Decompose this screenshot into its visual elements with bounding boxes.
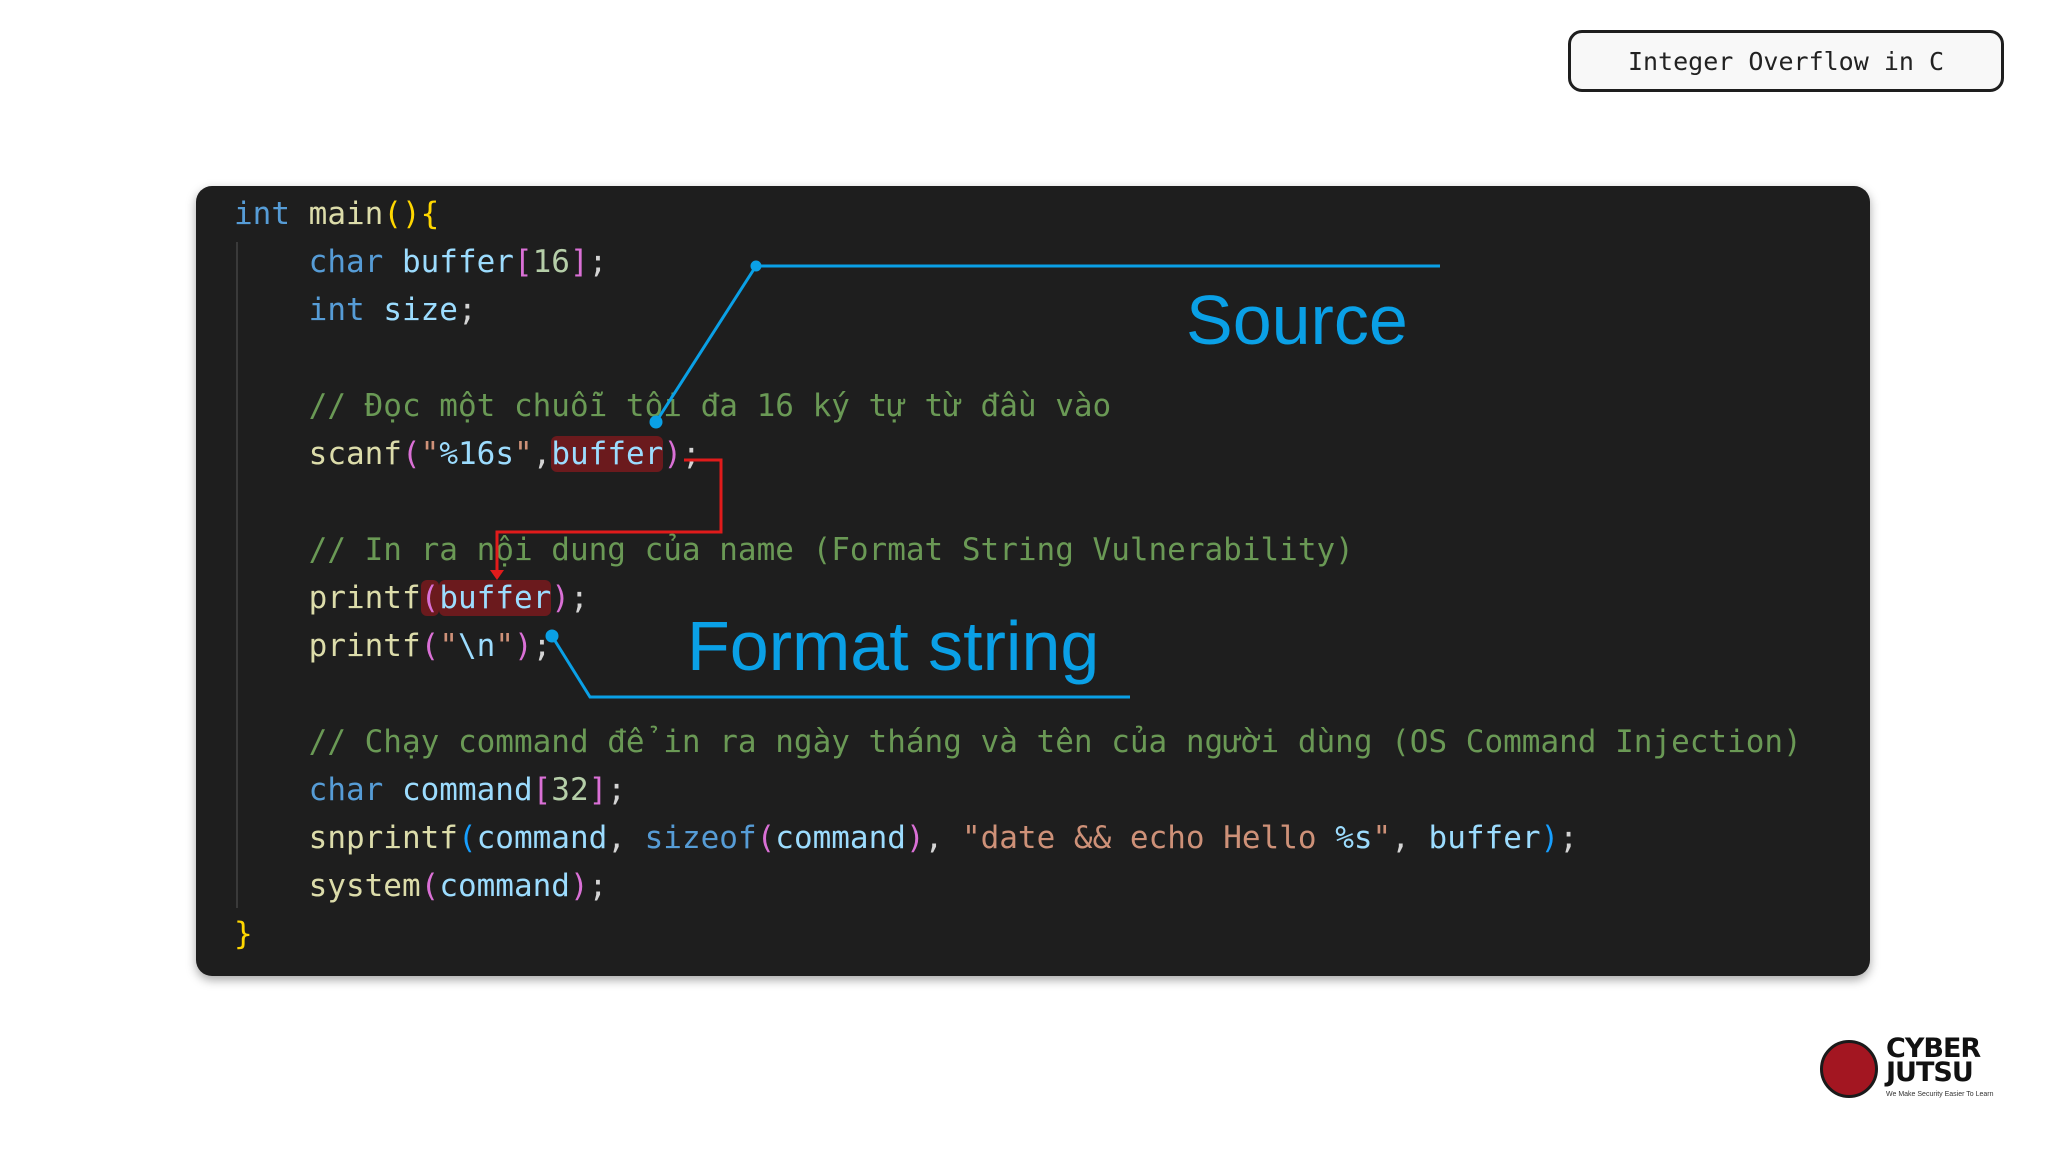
code-token: ; xyxy=(457,292,477,328)
code-token: } xyxy=(234,916,253,952)
slide-title: Integer Overflow in C xyxy=(1627,46,1945,76)
code-token: ) xyxy=(1540,820,1560,856)
code-token: char xyxy=(308,772,384,808)
code-token: ; xyxy=(1559,820,1578,856)
code-token: ( xyxy=(420,628,440,664)
code-line: int main(){ xyxy=(234,190,1802,238)
code-token: buffer xyxy=(383,244,514,280)
code-line: } xyxy=(234,910,1802,958)
code-token: printf xyxy=(308,580,421,616)
cyberjutsu-logo: CYBER JUTSU We Make Security Easier To L… xyxy=(1820,1033,2000,1106)
code-token: ( xyxy=(420,868,440,904)
code-token: command xyxy=(383,772,533,808)
logo-emblem-icon xyxy=(1820,1040,1878,1098)
logo-tagline: We Make Security Easier To Learn xyxy=(1886,1091,1994,1098)
code-token: , xyxy=(924,820,962,856)
format-string-label: Format string xyxy=(687,607,1100,685)
highlighted-token: ( xyxy=(420,580,440,616)
code-token: (){ xyxy=(383,196,440,232)
code-token: " xyxy=(513,436,533,472)
code-token: " xyxy=(1372,820,1392,856)
code-token: " xyxy=(439,628,458,664)
code-token: ; xyxy=(588,868,608,904)
code-line: char command[32]; xyxy=(234,766,1802,814)
code-token: ) xyxy=(551,580,570,616)
code-token: ; xyxy=(569,580,589,616)
code-token: ( xyxy=(756,820,776,856)
code-token: ) xyxy=(663,436,682,472)
code-token: [ xyxy=(513,244,533,280)
code-token: " xyxy=(495,628,514,664)
data-flow-arrow xyxy=(490,458,723,580)
code-line: char buffer[16]; xyxy=(234,238,1802,286)
code-token: ] xyxy=(569,244,589,280)
code-token: snprintf xyxy=(308,820,458,856)
code-token: command xyxy=(439,868,570,904)
code-token: ( xyxy=(457,820,477,856)
code-token: ] xyxy=(588,772,608,808)
code-token: command xyxy=(775,820,906,856)
code-token: , xyxy=(607,820,645,856)
code-token: [ xyxy=(532,772,552,808)
code-token: ; xyxy=(588,244,608,280)
code-token: int xyxy=(234,196,290,232)
code-token: ; xyxy=(681,436,701,472)
code-token: , xyxy=(1391,820,1429,856)
code-token: scanf xyxy=(308,436,402,472)
code-token: sizeof xyxy=(644,820,757,856)
code-token: buffer xyxy=(1428,820,1541,856)
code-line: scanf("%16s",buffer); xyxy=(234,430,1802,478)
code-line: // Đọc một chuỗi tối đa 16 ký tự từ đầu … xyxy=(234,382,1802,430)
code-token: \n xyxy=(457,628,496,664)
code-token: 16 xyxy=(532,244,570,280)
code-panel: int main(){ char buffer[16]; int size; /… xyxy=(196,186,1870,976)
logo-line2: JUTSU xyxy=(1886,1057,1974,1088)
code-token: " xyxy=(420,436,440,472)
code-token: // Đọc một chuỗi tối đa 16 ký tự từ đầu … xyxy=(234,388,1112,424)
format-string-arrow xyxy=(545,629,1130,699)
code-token: ( xyxy=(401,436,421,472)
highlighted-token: buffer xyxy=(439,580,552,616)
code-line: snprintf(command, sizeof(command), "date… xyxy=(234,814,1802,862)
code-token: 32 xyxy=(551,772,589,808)
source-arrow xyxy=(649,260,1440,429)
indent-guide xyxy=(236,242,238,908)
code-block: int main(){ char buffer[16]; int size; /… xyxy=(234,190,1802,958)
code-line: // In ra nội dung của name (Format Strin… xyxy=(234,526,1802,574)
code-token: size xyxy=(364,292,458,328)
code-token: ) xyxy=(569,868,589,904)
code-line: int size; xyxy=(234,286,1802,334)
code-token: %s xyxy=(1335,820,1373,856)
code-token: , xyxy=(532,436,552,472)
code-token: char xyxy=(308,244,384,280)
code-token: "date && echo Hello xyxy=(961,820,1336,856)
code-token: int xyxy=(308,292,365,328)
code-token: // Chạy command để in ra ngày tháng và t… xyxy=(234,724,1802,760)
code-line: // Chạy command để in ra ngày tháng và t… xyxy=(234,718,1802,766)
logo-line1: CYBER xyxy=(1886,1033,1981,1064)
code-line: printf("\n"); xyxy=(234,622,1802,670)
code-token: main xyxy=(290,196,384,232)
slide-title-badge: Integer Overflow in C xyxy=(1568,30,2004,92)
code-line: system(command); xyxy=(234,862,1802,910)
code-line: printf(buffer); xyxy=(234,574,1802,622)
code-token: ) xyxy=(513,628,533,664)
code-token: ) xyxy=(905,820,925,856)
code-token: system xyxy=(308,868,421,904)
code-token: command xyxy=(476,820,608,856)
code-token: ; xyxy=(607,772,626,808)
code-token: printf xyxy=(308,628,421,664)
code-token: %16s xyxy=(439,436,514,472)
code-token: // In ra nội dung của name (Format Strin… xyxy=(234,532,1354,568)
highlighted-token: buffer xyxy=(551,436,664,472)
source-label: Source xyxy=(1186,281,1408,359)
